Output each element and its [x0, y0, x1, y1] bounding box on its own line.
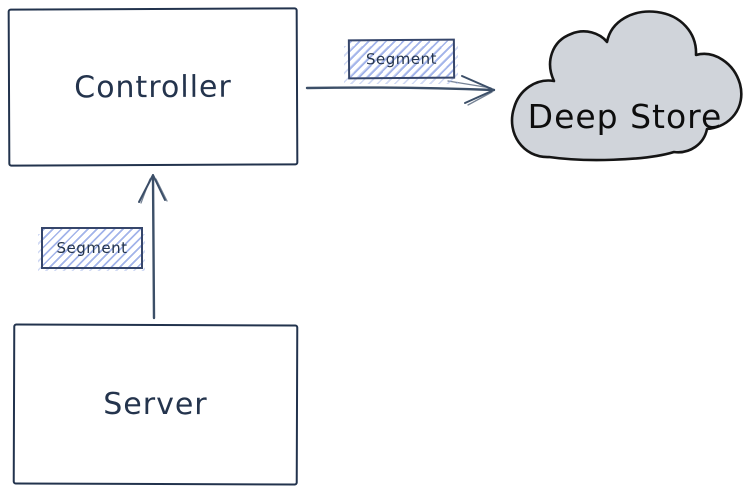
deep-store-cloud-shape[interactable] [510, 10, 743, 162]
segment-label-controller-to-deep-store[interactable]: Segment [347, 38, 456, 80]
segment-bottom-text: Segment [56, 239, 128, 257]
controller-node[interactable]: Controller [7, 7, 299, 167]
arrow-server-to-controller[interactable] [138, 174, 168, 320]
server-node[interactable]: Server [12, 323, 299, 486]
arrow-controller-to-deep-store[interactable] [305, 75, 496, 106]
segment-label-server-to-controller[interactable]: Segment [41, 227, 143, 269]
deep-store-label: Deep Store [527, 97, 723, 136]
server-label: Server [103, 386, 208, 423]
cloud-outline [510, 10, 743, 162]
segment-top-text: Segment [365, 49, 438, 69]
controller-label: Controller [74, 69, 232, 105]
